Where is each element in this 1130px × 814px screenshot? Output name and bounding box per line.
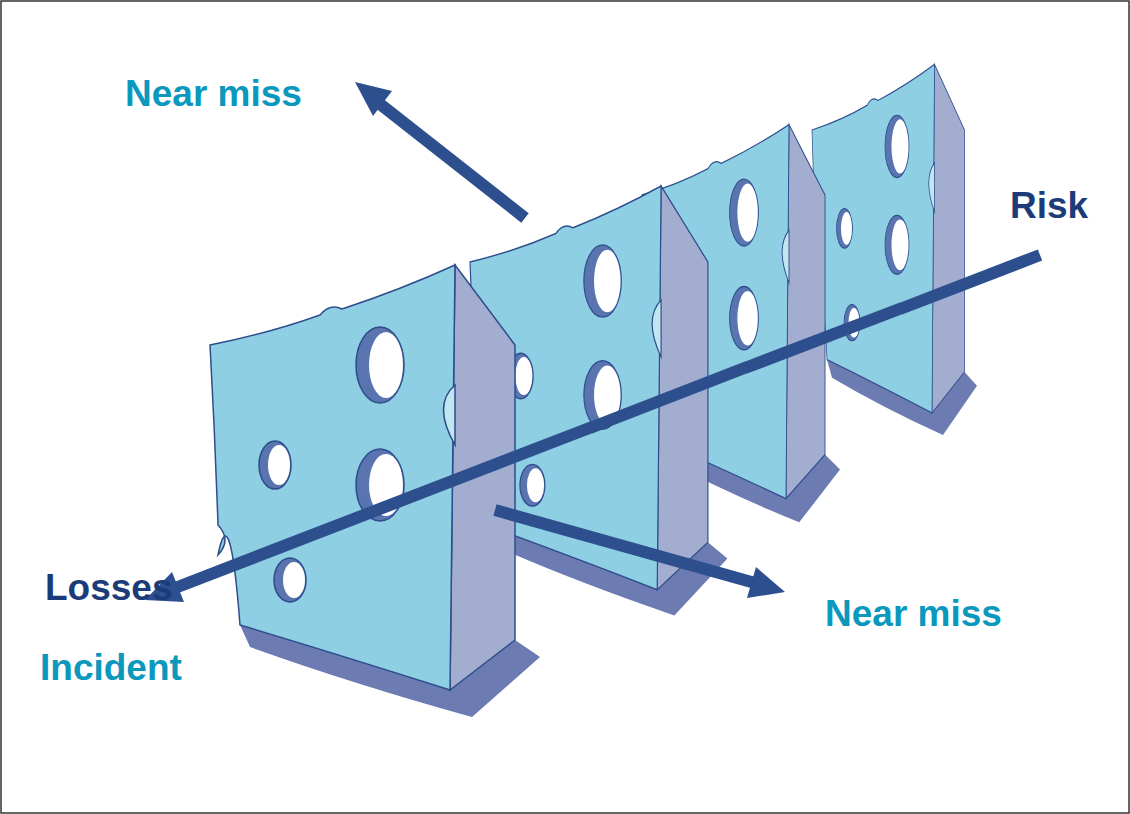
cheese-slice [210,265,540,717]
arrow-head [355,82,392,116]
label-text: Incident [40,648,182,689]
cheese-slice [812,64,977,435]
label-text: Near miss [125,74,302,115]
risk-arrow [900,255,1040,309]
label-text: Losses [45,568,173,609]
risk-arrow [745,308,902,368]
risk-arrow [175,427,592,588]
label-text: Near miss [825,594,1002,635]
near-miss-arrow [495,510,755,583]
near-miss-arrow [380,104,525,218]
arrow-head [747,567,785,598]
risk-arrow [590,367,747,428]
label-text: Risk [1010,186,1088,227]
